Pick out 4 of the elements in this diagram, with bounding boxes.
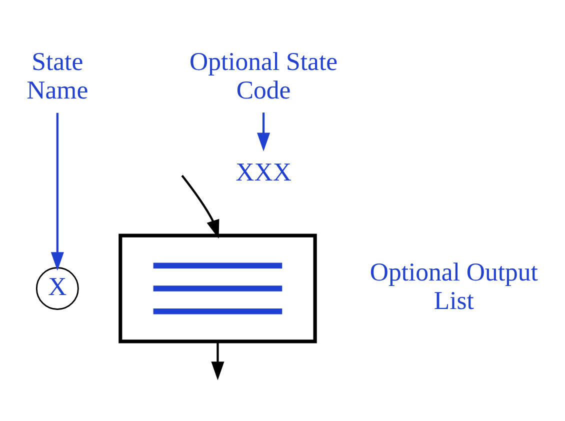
label: Optional Output List bbox=[370, 256, 538, 315]
node-text: Optional State Code bbox=[190, 46, 338, 104]
node-text: State Name bbox=[26, 46, 88, 104]
node-text: XXX bbox=[236, 156, 292, 186]
